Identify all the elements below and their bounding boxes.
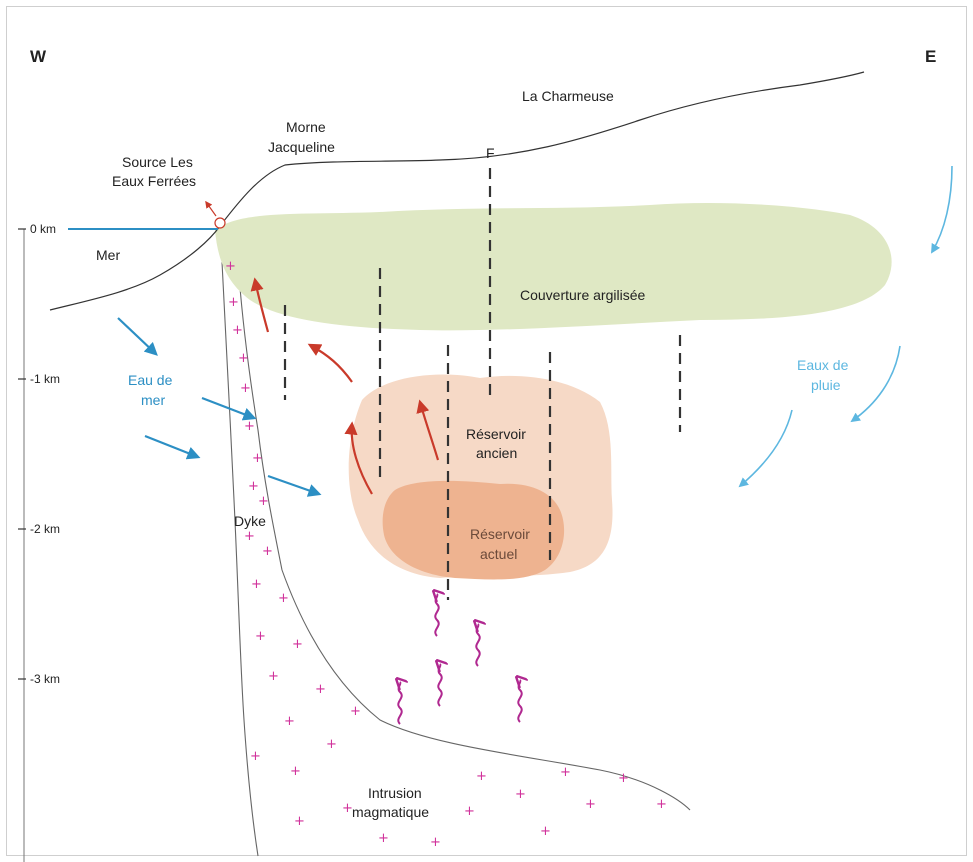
depth-tick-1: -1 km <box>30 372 60 386</box>
magma-crosses: + + + + + + + + + + + + + + + + + + + + … <box>225 259 667 850</box>
source-label-line2: Eaux Ferrées <box>112 173 196 189</box>
svg-text:+: + <box>244 529 255 544</box>
old-reservoir-label-line2: ancien <box>476 445 517 461</box>
svg-text:+: + <box>342 801 353 816</box>
svg-text:+: + <box>292 637 303 652</box>
svg-text:+: + <box>618 771 629 786</box>
svg-text:+: + <box>515 787 526 802</box>
intrusion-body <box>221 256 691 811</box>
west-label: W <box>30 47 47 66</box>
svg-text:+: + <box>430 835 441 850</box>
svg-text:+: + <box>232 323 243 338</box>
clay-cover <box>215 203 892 331</box>
seawater-label-line2: mer <box>141 392 165 408</box>
seawater-arrows <box>117 317 322 497</box>
current-reservoir-label-line1: Réservoir <box>470 526 530 542</box>
topographic-surface <box>49 71 865 311</box>
morne-jacqueline-line1: Morne <box>286 119 326 135</box>
current-reservoir <box>382 480 565 580</box>
intrusion-label-line2: magmatique <box>352 804 429 820</box>
old-reservoir-label-line1: Réservoir <box>466 426 526 442</box>
svg-text:+: + <box>238 351 249 366</box>
depth-tick-2: -2 km <box>30 522 60 536</box>
svg-text:+: + <box>350 704 361 719</box>
dyke-left-edge <box>221 261 259 857</box>
hot-fluid-arrows <box>250 277 440 495</box>
svg-text:+: + <box>476 769 487 784</box>
mer-label: Mer <box>96 247 120 263</box>
svg-text:+: + <box>248 479 259 494</box>
seawater-label-line1: Eau de <box>128 372 173 388</box>
svg-text:+: + <box>560 765 571 780</box>
svg-text:+: + <box>228 295 239 310</box>
heat-arrows <box>398 594 521 725</box>
svg-text:+: + <box>258 494 269 509</box>
depth-tick-3: -3 km <box>30 672 60 686</box>
svg-text:+: + <box>290 764 301 779</box>
spring-point <box>214 217 226 229</box>
svg-text:+: + <box>240 381 251 396</box>
intrusion-label-line1: Intrusion <box>368 785 422 801</box>
rainwater-label-line2: pluie <box>811 377 841 393</box>
svg-text:+: + <box>252 451 263 466</box>
svg-text:+: + <box>378 831 389 846</box>
svg-text:+: + <box>326 737 337 752</box>
svg-text:+: + <box>294 814 305 829</box>
source-label-line1: Source Les <box>122 154 193 170</box>
rainwater-label-line1: Eaux de <box>797 357 849 373</box>
spring-outflow-arrow <box>205 200 217 217</box>
rainwater-arrows <box>738 165 953 488</box>
svg-text:+: + <box>464 804 475 819</box>
svg-text:+: + <box>250 749 261 764</box>
svg-text:+: + <box>278 591 289 606</box>
la-charmeuse-label: La Charmeuse <box>522 88 614 104</box>
depth-tick-0: 0 km <box>30 222 56 236</box>
faults <box>283 168 682 600</box>
svg-text:+: + <box>251 577 262 592</box>
svg-text:+: + <box>284 714 295 729</box>
fault-label: F <box>486 145 495 161</box>
morne-jacqueline-line2: Jacqueline <box>268 139 335 155</box>
east-label: E <box>925 47 936 66</box>
svg-text:+: + <box>268 669 279 684</box>
svg-text:+: + <box>244 419 255 434</box>
current-reservoir-label-line2: actuel <box>480 546 517 562</box>
svg-text:+: + <box>255 629 266 644</box>
dyke-label: Dyke <box>234 513 266 529</box>
svg-text:+: + <box>315 682 326 697</box>
clay-cover-label: Couverture argilisée <box>520 287 645 303</box>
svg-text:+: + <box>585 797 596 812</box>
svg-text:+: + <box>656 797 667 812</box>
depth-scale: 0 km -1 km -2 km -3 km <box>18 222 60 862</box>
svg-text:+: + <box>225 259 236 274</box>
svg-text:+: + <box>540 824 551 839</box>
svg-text:+: + <box>262 544 273 559</box>
